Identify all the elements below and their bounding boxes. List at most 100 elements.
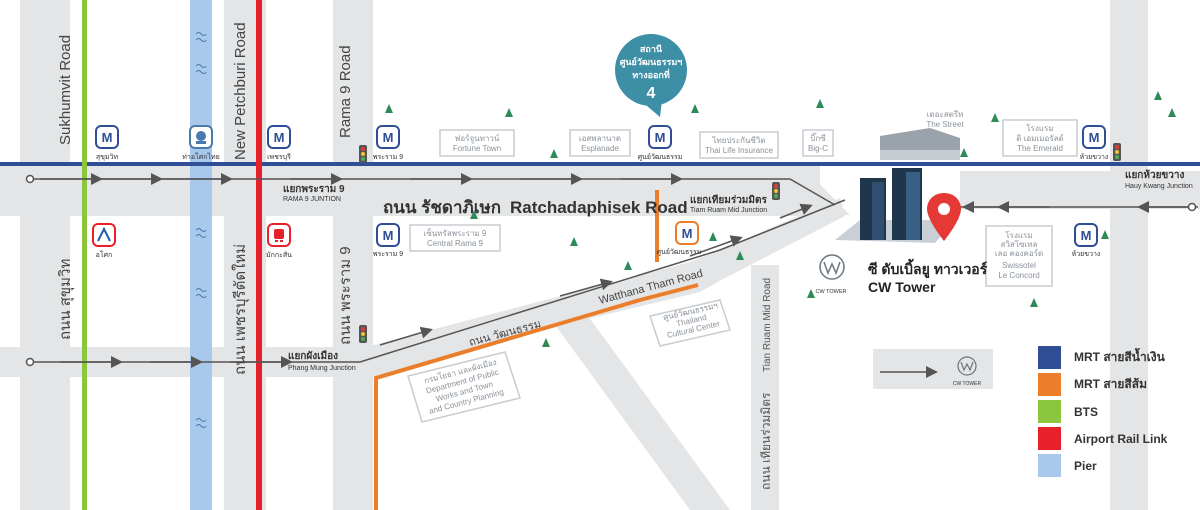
station-label-cultural: ศูนย์วัฒนธรรม (638, 153, 683, 161)
station-exit-callout (615, 34, 687, 117)
station-label-huaykwang-top: ห้วยขวาง (1080, 153, 1109, 161)
huay-kwang-road-band (1110, 0, 1148, 510)
legend-label: MRT สายสีน้ำเงิน (1074, 350, 1165, 364)
svg-text:M: M (1081, 228, 1092, 243)
landmark-thailife-th: ไทยประกันชีวิต (711, 136, 765, 145)
landmark-swiss-th3: เลอ คองคอร์ด (995, 248, 1043, 258)
junction-label-rama9-th: แยกพระราม 9 (283, 184, 345, 195)
road-label-ratchada-th: ถนน รัชดาภิเษก (383, 198, 501, 217)
legend-item-pier: Pier (1038, 452, 1198, 479)
mrt-station-icon: M (648, 125, 672, 149)
svg-text:M: M (383, 130, 394, 145)
landmark-street-th: เดอะสตรีท (927, 110, 964, 119)
central-rama9-box (409, 224, 501, 252)
road-label-sukhumvit-th: ถนน สุขุมวิท (57, 259, 75, 340)
canal (190, 0, 212, 510)
station-label-huaykwang-bottom: ห้วยขวาง (1072, 250, 1101, 258)
swissotel-box (985, 225, 1053, 287)
rama9-road-band (333, 0, 373, 510)
legend-item-mrt-blue: MRT สายสีน้ำเงิน (1038, 344, 1198, 371)
route-arrows (30, 173, 1198, 368)
road-label-tian-ruam-th: ถนน เทียนร่วมมิตร (759, 392, 773, 490)
bigc-box (802, 129, 834, 157)
esplanade-box (569, 129, 631, 157)
mrt-orange-line-south (374, 283, 699, 510)
landmark-emerald-th2: ดิ เอมเมอรัลด์ (1016, 133, 1063, 143)
legend-swatch (1038, 346, 1061, 369)
junction-label-phangmung-en: Phang Mung Junction (288, 365, 356, 372)
thai-life-box (699, 131, 779, 159)
station-label-cultural-orange: ศูนย์วัฒนธรรม (657, 248, 702, 256)
canal-waves (195, 32, 207, 428)
legend-label: MRT สายสีส้ม (1074, 377, 1147, 391)
callout-number: 4 (647, 85, 656, 102)
emerald-box (1002, 119, 1078, 157)
road-label-rama9-en: Rama 9 Road (337, 45, 354, 138)
station-label-makkasan: มักกะสัน (266, 251, 292, 259)
mrt-station-icon: M (376, 125, 400, 149)
legend-swatch (1038, 373, 1061, 396)
svg-text:M: M (682, 226, 693, 241)
svg-text:M: M (102, 130, 113, 145)
station-label-asok: อโศก (96, 250, 113, 259)
landmark-esplanade-en: Esplanade (581, 144, 619, 153)
road-label-sukhumvit-en: Sukhumvit Road (57, 35, 74, 145)
landmark-central-en: Central Rama 9 (427, 239, 484, 248)
traffic-light-icons (359, 143, 1121, 343)
junction-label-rama9-en: RAMA 9 JUNTION (283, 196, 341, 203)
landmark-esplanade-th: เอสพลานาด (579, 134, 621, 143)
station-label-pier: ท่าอโศกไทย (182, 152, 219, 161)
bts-station-icon (92, 223, 116, 247)
pier-station-icon (189, 125, 213, 149)
legend-item-mrt-orange: MRT สายสีส้ม (1038, 371, 1198, 398)
ratchadaphisek-road-band (0, 164, 820, 216)
landmark-swiss-en1: Swissotel (1002, 261, 1036, 270)
legend-label: BTS (1074, 404, 1098, 419)
landmark-thailife-en: Thai Life Insurance (705, 146, 774, 155)
road-label-rama9-th: ถนน พระราม 9 (337, 246, 354, 345)
callout-line1: สถานี (640, 44, 663, 54)
landmark-emerald-th1: โรงแรม (1026, 123, 1053, 133)
landmark-street-en: The Street (926, 120, 964, 129)
station-label-rama9-top: พระราม 9 (373, 154, 403, 161)
location-pin-icon (927, 193, 961, 241)
legend-item-bts: BTS (1038, 398, 1198, 425)
station-label-phetchaburi: เพชรบุรี (267, 153, 291, 161)
landmark-fortune-en: Fortune Town (453, 144, 501, 153)
svg-text:M: M (274, 130, 285, 145)
logo-caption: CW TOWER (816, 289, 847, 295)
cw-tower-logo: CW TOWER (816, 254, 847, 295)
svg-text:M: M (383, 228, 394, 243)
landmark-fortune-th: ฟอร์จูนทาวน์ (455, 133, 500, 144)
tower-name-th: ซี ดับเบิ้ลยู ทาวเวอร์ (868, 258, 988, 278)
cultural-center-box (649, 299, 731, 347)
road-label-new-petchburi-th: ถนน เพชรบุรีตัดใหม่ (231, 244, 250, 375)
mrt-station-icon: M (1082, 125, 1106, 149)
legend-swatch (1038, 427, 1061, 450)
bts-line (82, 0, 87, 510)
landmark-swiss-th1: โรงแรม (1005, 230, 1032, 240)
road-label-ratchada-en: Ratchadaphisek Road (510, 198, 688, 217)
station-label-rama9-bottom: พระราม 9 (373, 251, 403, 258)
mrt-station-icon: M (267, 125, 291, 149)
route-arrow-top (30, 178, 836, 206)
route-start-dot (25, 174, 35, 184)
cw-tower-building (835, 168, 955, 243)
junction-label-tianruam-en: Tiam Ruam Mid Junction (690, 207, 767, 214)
mrt-station-icon: M (675, 221, 699, 245)
arl-station-icon (267, 223, 291, 247)
mrt-blue-line (0, 162, 1200, 166)
road-label-new-petchburi-en: New Petchburi Road (232, 22, 249, 160)
landmark-boxes (407, 119, 1078, 423)
the-street-building (880, 128, 960, 160)
legend-item-arl: Airport Rail Link (1038, 425, 1198, 452)
landmark-swiss-th2: สวิสโซเทล (1001, 239, 1038, 249)
landmark-swiss-en2: Le Concord (998, 271, 1039, 280)
landmark-central-th: เซ็นทรัลพระราม 9 (424, 228, 487, 238)
junction-label-huaykwang-th: แยกห้วยขวาง (1125, 169, 1184, 181)
legend: MRT สายสีน้ำเงิน MRT สายสีส้ม BTS Airpor… (1038, 344, 1198, 479)
mrt-station-icon: M (95, 125, 119, 149)
callout-line3: ทางออกที่ (632, 68, 670, 80)
junction-label-huaykwang-en: Hauy Kwang Junction (1125, 183, 1193, 190)
legend-swatch (1038, 400, 1061, 423)
